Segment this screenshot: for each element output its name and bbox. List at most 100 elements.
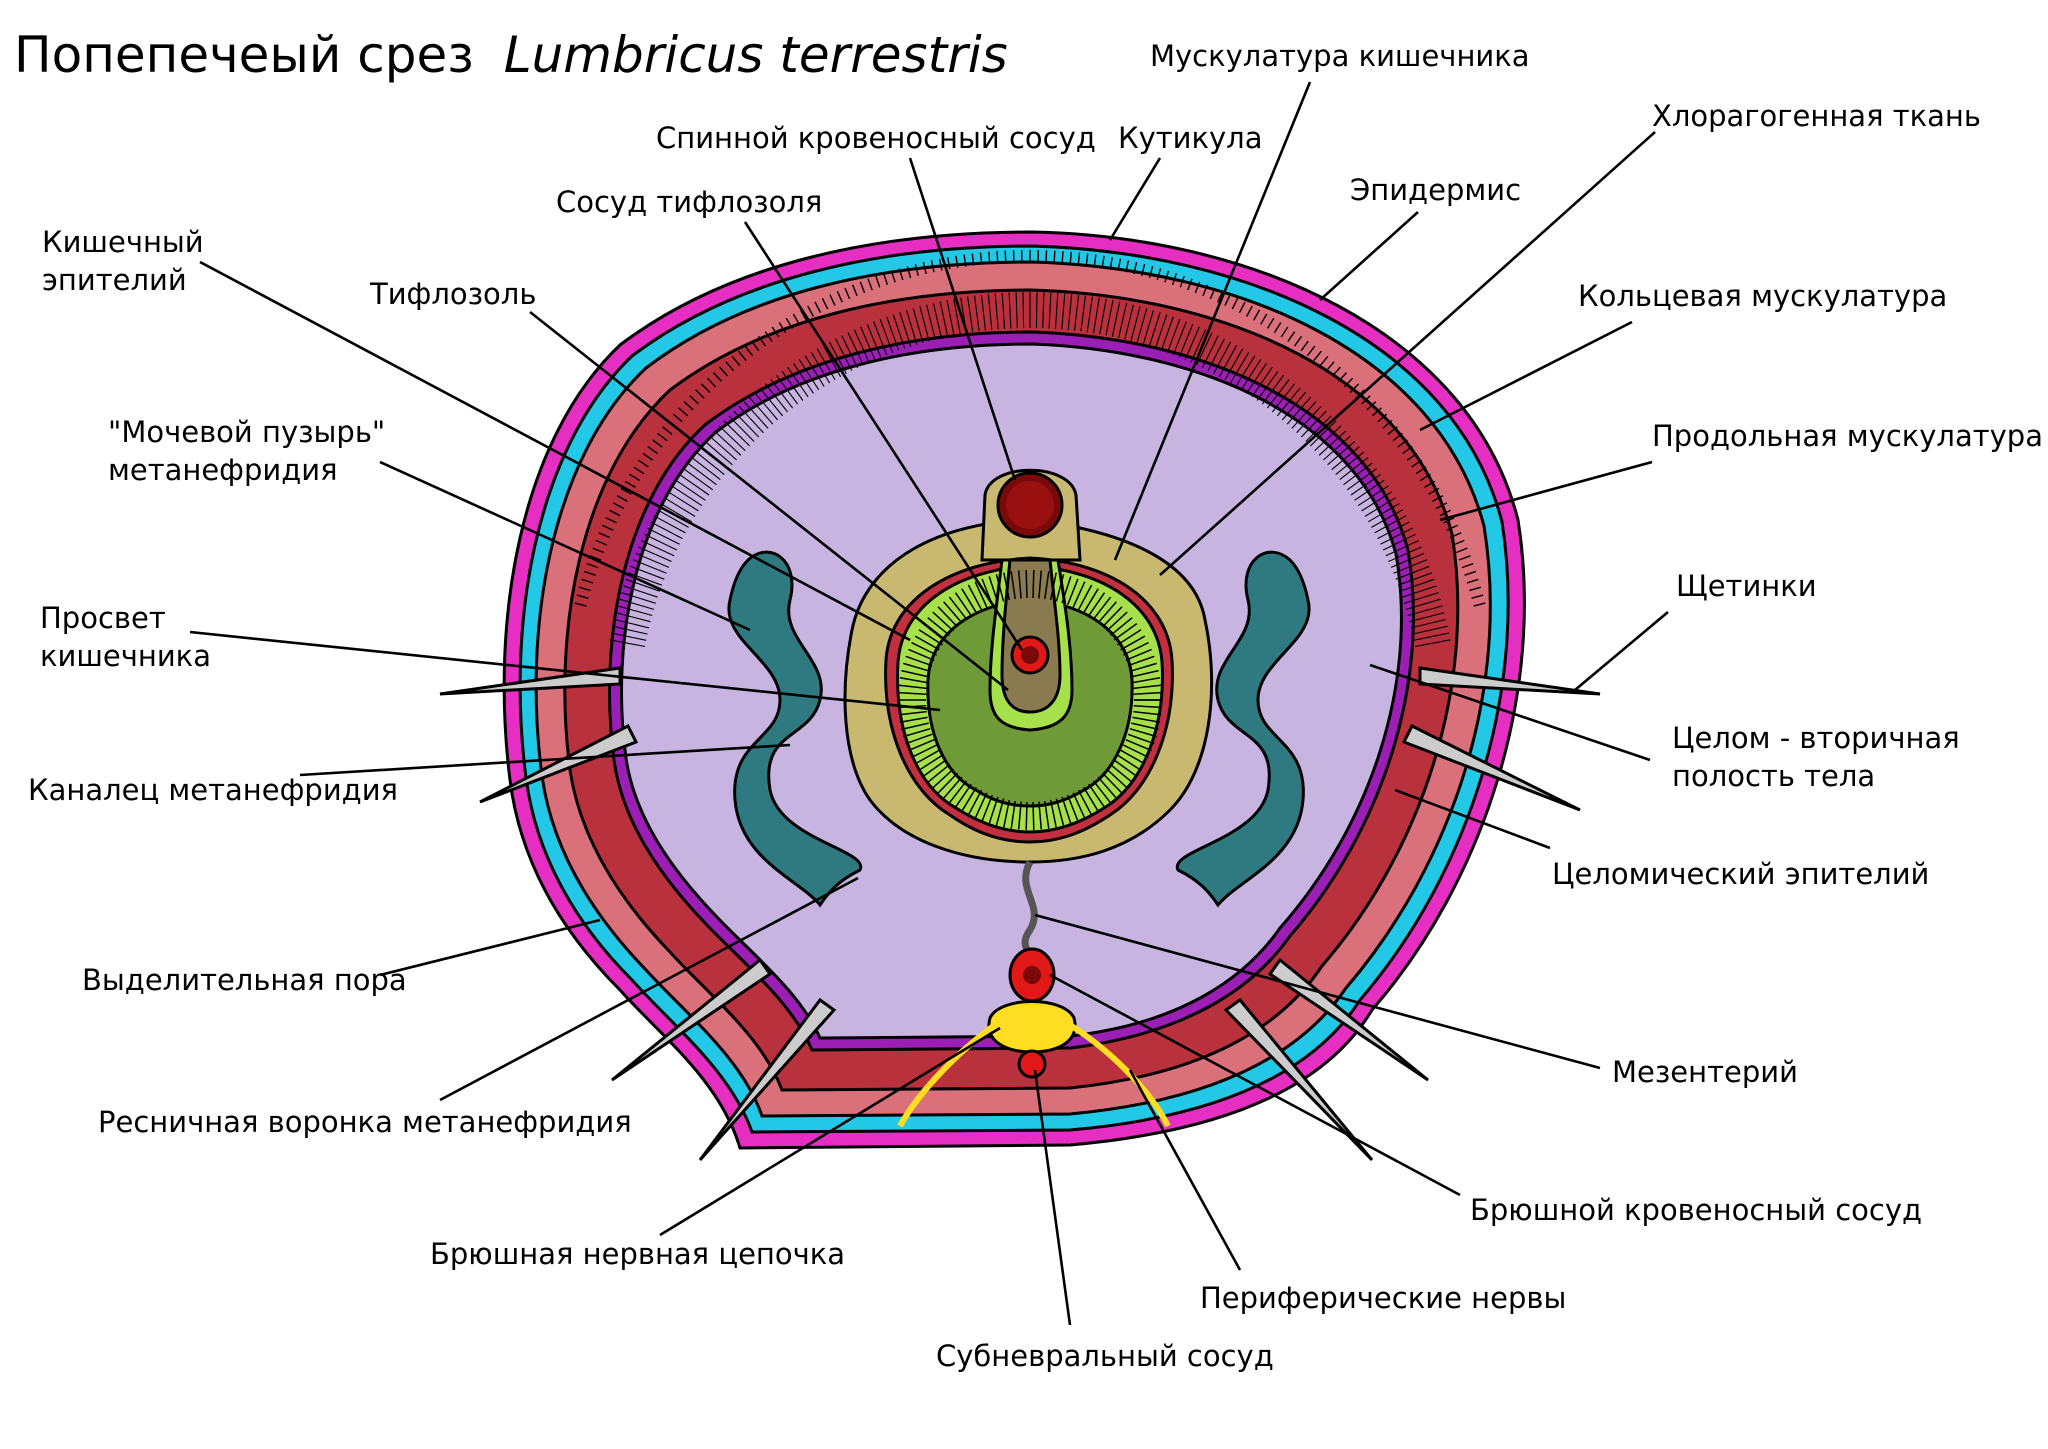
muscle-striation xyxy=(770,379,794,409)
epidermis-tick xyxy=(1069,251,1072,264)
epidermis-tick xyxy=(1217,291,1224,303)
epidermis-tick xyxy=(1371,407,1382,417)
epidermis-tick xyxy=(1387,426,1398,435)
muscle-striation xyxy=(759,387,784,417)
leader-epidermis xyxy=(1319,211,1419,301)
muscle-striation xyxy=(1300,410,1327,438)
leader-coelom xyxy=(1369,663,1651,762)
epidermis-tick xyxy=(616,494,628,503)
epidermis-tick xyxy=(1133,262,1138,275)
muscle-striation xyxy=(1218,344,1238,378)
epithelium-tick xyxy=(898,684,927,690)
epithelium-tick xyxy=(922,759,947,778)
leader-excretory-pore xyxy=(379,918,601,977)
epidermis-ticks xyxy=(574,250,1486,607)
epithelium-tick xyxy=(908,739,935,752)
muscle-striation xyxy=(630,565,665,580)
muscle-striation xyxy=(679,473,710,496)
muscle-striation xyxy=(656,509,689,528)
epithelium-tick xyxy=(1003,572,1011,601)
epithelium-tick xyxy=(1003,799,1011,828)
epidermis-tick xyxy=(1319,355,1329,367)
muscle-striation xyxy=(754,392,779,421)
epidermis-tick xyxy=(657,432,668,442)
muscle-striation xyxy=(1224,348,1244,381)
epithelium-tick xyxy=(1038,570,1043,599)
epidermis-tick xyxy=(738,350,747,362)
epidermis-tick xyxy=(963,254,967,267)
epithelium-tick xyxy=(1067,578,1079,606)
label-longitudinal-muscle: Продольная мускулатура xyxy=(1652,419,2043,453)
muscle-striation xyxy=(1409,612,1445,623)
label-chloragogen: Хлорагогенная ткань xyxy=(1652,99,1981,133)
epithelium-tick xyxy=(1077,789,1093,816)
muscle-striation xyxy=(1393,559,1428,574)
muscle-striation xyxy=(1407,605,1443,617)
epidermis-tick xyxy=(988,251,991,264)
muscle-striation xyxy=(1276,387,1301,417)
epithelium-tick xyxy=(1122,744,1149,759)
epidermis-tick xyxy=(637,459,649,468)
leader-longitudinal-muscle xyxy=(1439,460,1653,522)
muscle-striation xyxy=(1166,318,1181,353)
epithelium-tick xyxy=(1127,655,1155,667)
muscle-striation xyxy=(892,314,906,349)
muscle-striation xyxy=(810,351,831,384)
leader-chloragogen xyxy=(1159,131,1656,576)
muscle-striation xyxy=(793,362,814,394)
epidermis-tick xyxy=(1209,287,1216,300)
nephridium-right xyxy=(1175,550,1311,908)
label-peripheral-nerves: Периферические нервы xyxy=(1200,1281,1566,1315)
leader-nephridial-canal xyxy=(299,743,791,777)
leader-lumen xyxy=(189,630,941,712)
epithelium-tick xyxy=(908,648,935,661)
muscle-striation xyxy=(647,527,680,545)
epithelium-tick xyxy=(918,629,943,646)
muscle-striation xyxy=(1354,479,1385,501)
muscle-striation xyxy=(1286,396,1312,425)
epidermis-tick xyxy=(1093,254,1097,267)
epithelium-tick xyxy=(961,786,977,812)
label-excretory-pore: Выделительная пора xyxy=(82,963,407,997)
epidermis-tick xyxy=(1187,278,1193,291)
muscle-striation xyxy=(1395,565,1430,580)
muscle-striation xyxy=(1099,298,1107,335)
epithelium-tick xyxy=(911,744,938,759)
leader-lines xyxy=(189,81,1669,1326)
muscle-striation xyxy=(939,301,949,337)
label-lumen-line1: Просвет xyxy=(40,601,166,635)
epidermis-tick xyxy=(882,273,889,286)
epidermis-tick xyxy=(1420,473,1431,482)
epidermis-tick xyxy=(971,253,975,266)
label-mesentery: Мезентерий xyxy=(1612,1055,1798,1089)
muscle-striation xyxy=(635,552,670,568)
epithelium-tick xyxy=(918,754,943,771)
leader-subneural-vessel xyxy=(1033,1069,1072,1326)
nephridium-left xyxy=(727,550,863,908)
muscle-striation xyxy=(1414,639,1451,648)
muscle-striation xyxy=(1130,306,1141,342)
epithelium-tick xyxy=(905,655,933,667)
muscle-striation xyxy=(1054,292,1059,329)
muscle-striation xyxy=(1309,420,1337,447)
muscle-striation xyxy=(709,435,737,461)
epidermis-tick xyxy=(592,547,604,554)
epidermis-tick xyxy=(922,262,927,275)
epithelium-tick xyxy=(1120,635,1146,651)
epidermis-tick xyxy=(678,407,689,417)
muscle-striation xyxy=(621,592,656,604)
epidermis-tick xyxy=(851,284,858,297)
epithelium-tick xyxy=(1110,617,1133,636)
leader-circular-muscle xyxy=(1419,320,1633,432)
muscle-striation xyxy=(1327,440,1356,466)
epithelium-tick xyxy=(903,662,931,673)
label-typhlosole-vessel: Сосуд тифлозоля xyxy=(556,185,822,219)
title-prefix: Попепечеый срез xyxy=(14,26,474,84)
epidermis-tick xyxy=(1382,419,1393,429)
epithelium-tick xyxy=(988,576,999,604)
muscle-striation xyxy=(1207,338,1225,372)
epithelium-tick xyxy=(1025,801,1028,830)
epithelium-tick xyxy=(903,727,931,738)
epidermis-tick xyxy=(1471,594,1484,599)
epidermis-tick xyxy=(1456,547,1468,554)
